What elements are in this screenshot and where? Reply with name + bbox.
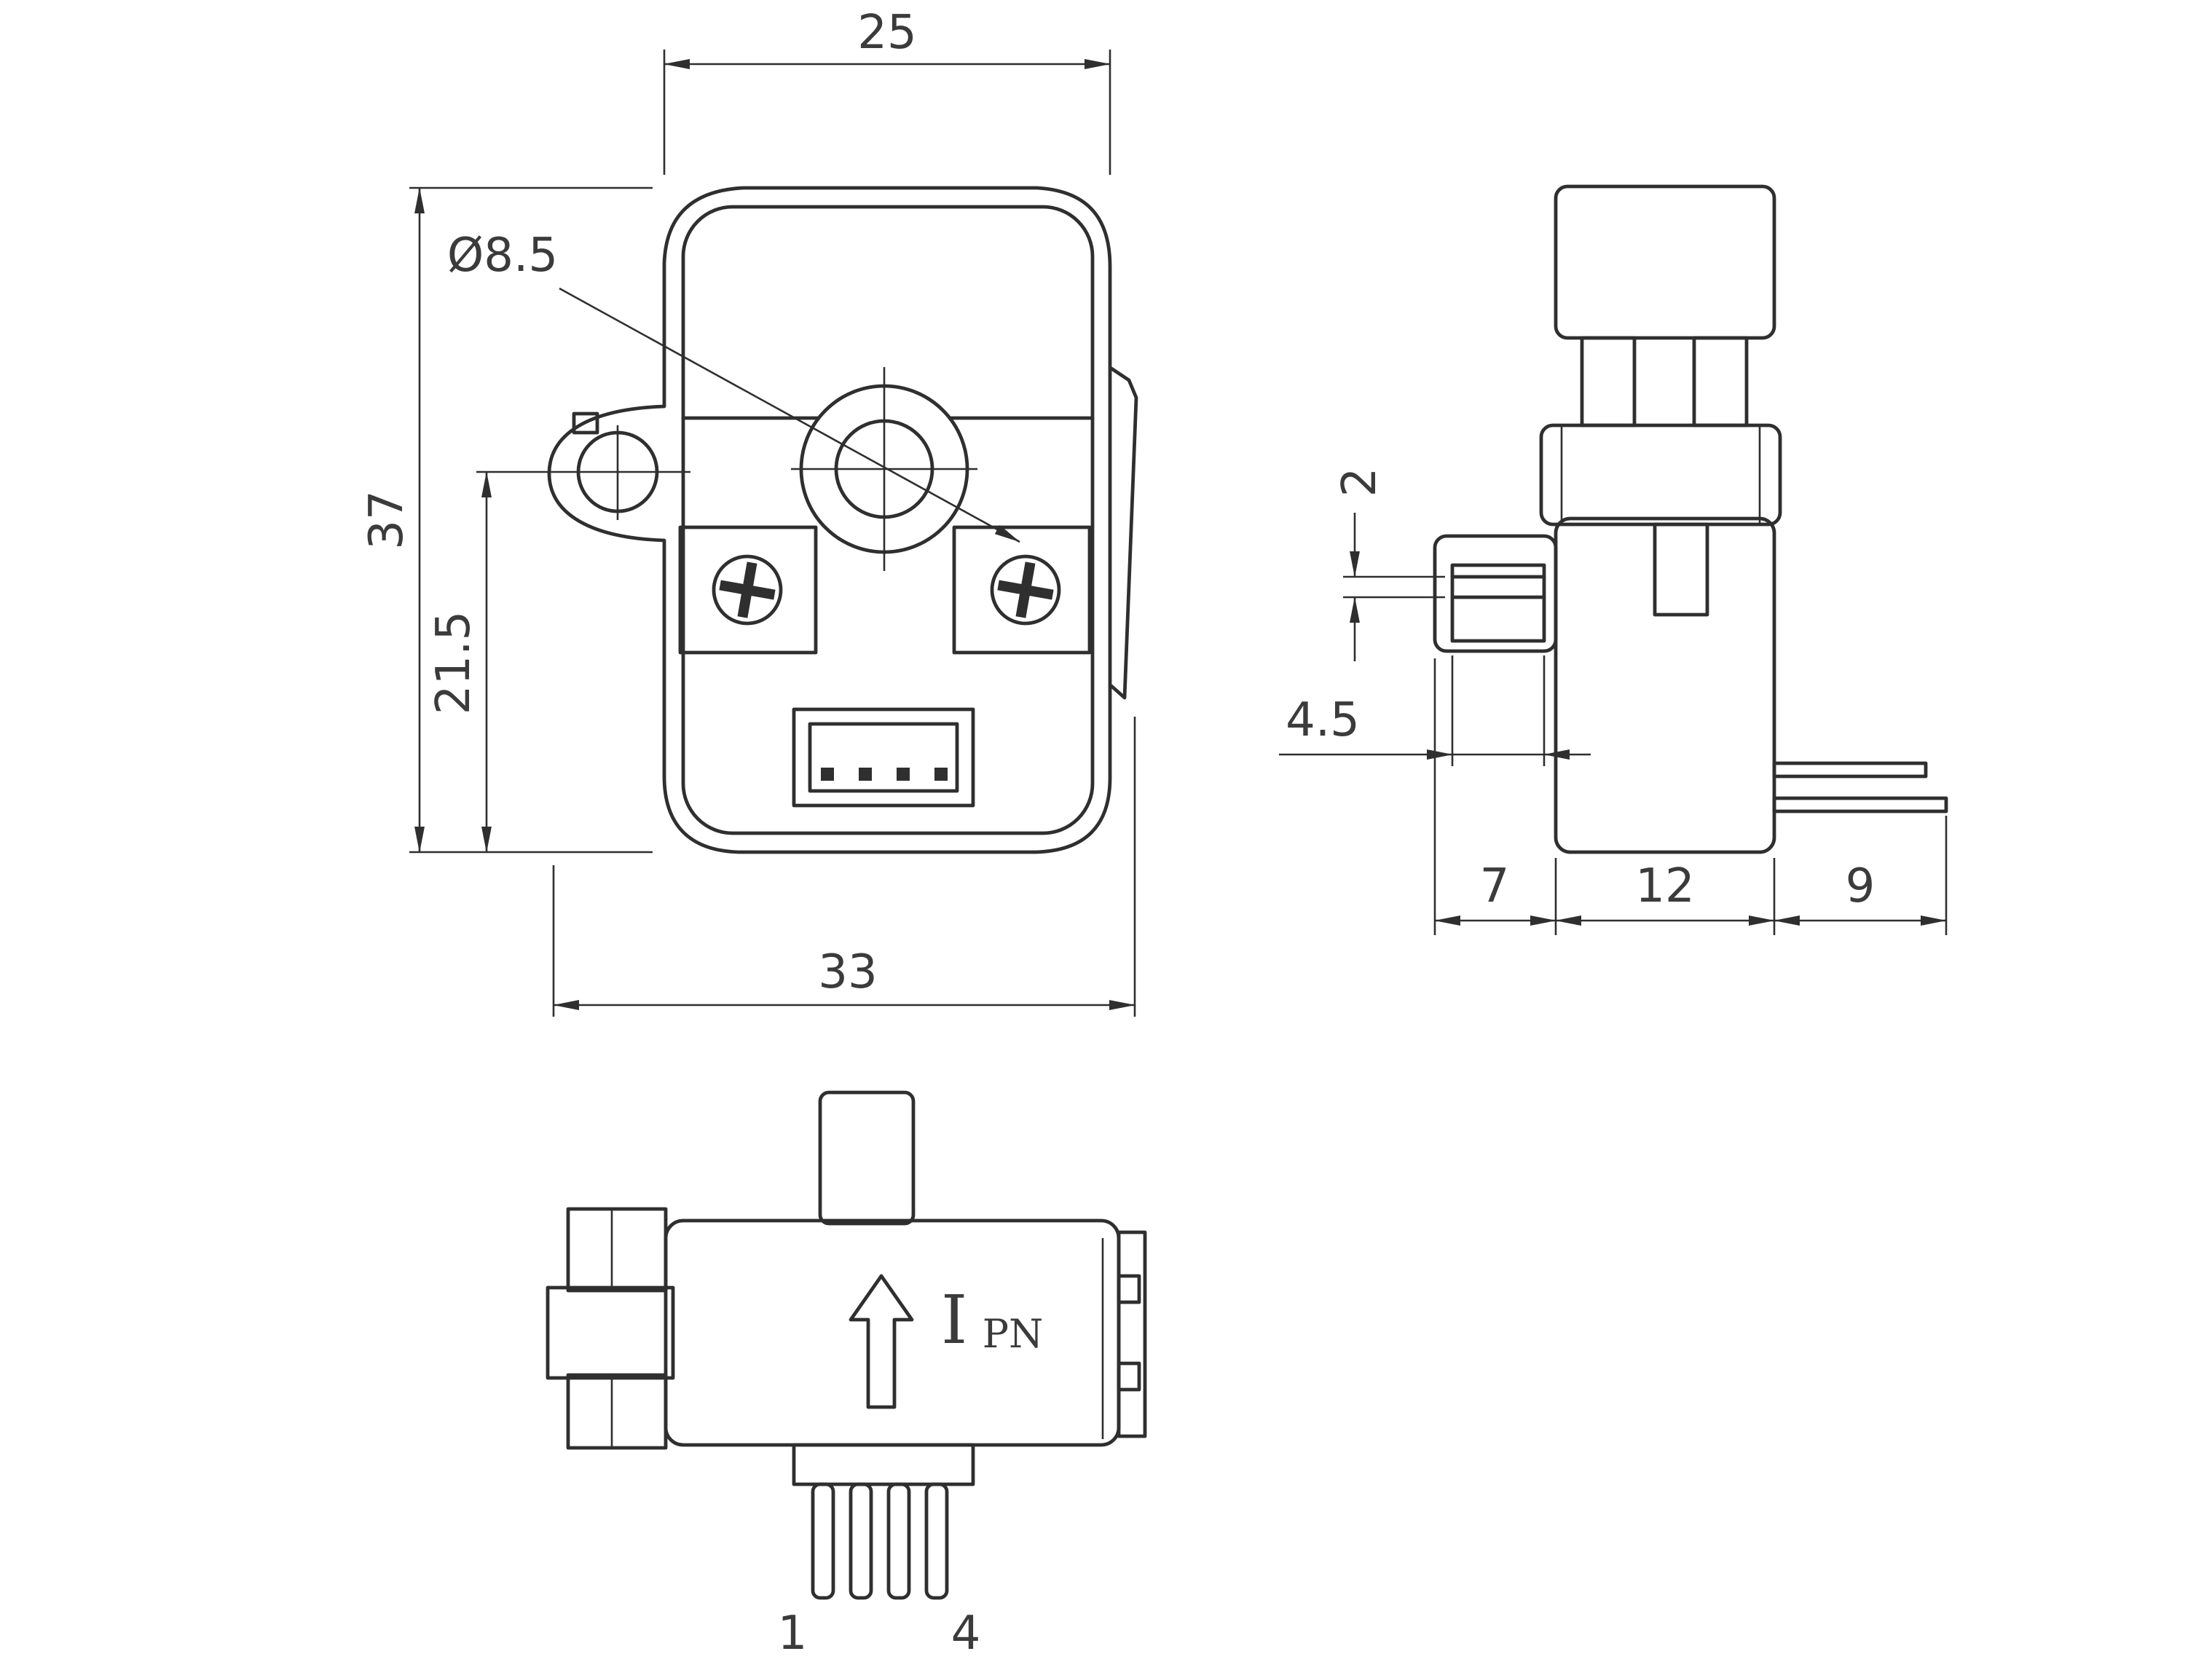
- dim-overall-height-label: 37: [360, 490, 414, 549]
- hole-diameter-leader-line: [559, 287, 1020, 543]
- screw-left-head: [712, 554, 783, 626]
- hole-diameter-label: Ø8.5: [447, 229, 558, 283]
- bottom-right-strip-notch-bottom: [1117, 1361, 1141, 1392]
- side-pin-upper: [1772, 761, 1928, 779]
- front-center-hole-centerlines: [791, 367, 977, 571]
- side-boss-outer: [1433, 534, 1558, 653]
- front-connector-outer: [792, 707, 975, 808]
- bottom-view: I PN 1 4: [546, 1090, 1147, 1661]
- screw-right-head: [990, 554, 1061, 626]
- bottom-connector-housing: [792, 1443, 975, 1486]
- bottom-pin-3: [886, 1482, 911, 1600]
- side-view: 2 4.5 7 12 9: [1279, 184, 1948, 935]
- side-clip-tooth-right: [1692, 336, 1749, 428]
- dim-top-width-label: 25: [857, 6, 916, 60]
- side-boss-inner: [1450, 563, 1546, 643]
- side-clip-band-inner-lines: [1560, 425, 1761, 524]
- dim-overall-height-extension-lines: [409, 186, 653, 854]
- side-top-clip-block: [1554, 184, 1776, 340]
- dim-boss-label: 4.5: [1286, 693, 1360, 747]
- side-pin-lower: [1772, 796, 1948, 814]
- dim-slot-label: 2: [1333, 468, 1387, 497]
- front-inner-outline: [681, 205, 1095, 835]
- pin-first-label: 1: [778, 1607, 808, 1661]
- front-connector-pads: [821, 768, 948, 781]
- front-boss-notch: [572, 411, 599, 435]
- current-label: I PN: [941, 1281, 1043, 1359]
- current-label-symbol: I: [941, 1281, 967, 1359]
- front-body-outline: [547, 186, 1112, 854]
- bottom-clip-band: [546, 1285, 675, 1380]
- screw-left-plate: [678, 525, 818, 655]
- dim-slot-extension-lines: [1343, 575, 1445, 599]
- side-clip-band: [1539, 423, 1782, 527]
- bottom-pin-2: [849, 1482, 873, 1600]
- dim-overall-width-label: 33: [818, 945, 877, 999]
- front-screw-right: [952, 525, 1092, 655]
- dim-center-height-label: 21.5: [427, 611, 481, 715]
- screw-right-phillips-icon: [997, 562, 1054, 618]
- front-side-clip: [1109, 366, 1138, 700]
- front-screw-left: [678, 525, 818, 655]
- side-body: [1554, 516, 1776, 854]
- front-left-hole-centerlines: [476, 425, 690, 520]
- front-connector-inner: [808, 722, 959, 793]
- current-label-subscript: PN: [983, 1311, 1044, 1357]
- dim-top-width-extension-lines: [663, 50, 1111, 175]
- front-dimensions: 25 37 21.5 33 Ø8.5: [360, 6, 1136, 1017]
- dim-pin-length-label: 9: [1846, 859, 1876, 913]
- current-direction-arrow-icon: [849, 1274, 914, 1409]
- bottom-clip-block-bottom: [566, 1373, 668, 1450]
- bottom-clip-block-top: [566, 1207, 668, 1293]
- bottom-top-tab: [818, 1090, 916, 1226]
- front-view: 25 37 21.5 33 Ø8.5: [360, 6, 1138, 1017]
- bottom-pin-1: [811, 1482, 835, 1600]
- side-bottom-extension-lines: [1433, 658, 1948, 935]
- dim-body-depth-label: 12: [1635, 859, 1694, 913]
- pin-last-label: 4: [951, 1607, 981, 1661]
- side-dimensions: 2 4.5 7 12 9: [1279, 468, 1948, 935]
- bottom-pin-4: [924, 1482, 949, 1600]
- side-slot-lines: [1450, 575, 1546, 599]
- side-clip-mid-tooth: [1653, 522, 1709, 617]
- dim-boss-extension-lines: [1451, 655, 1546, 766]
- bottom-right-strip-notch-top: [1117, 1274, 1141, 1304]
- bottom-right-strip: [1117, 1230, 1147, 1438]
- side-clip-tooth-left: [1580, 336, 1637, 428]
- dim-overall-width-extension-lines: [552, 717, 1136, 1017]
- screw-left-phillips-icon: [719, 562, 776, 618]
- front-connector: [792, 707, 975, 808]
- dim-left-depth-label: 7: [1480, 859, 1510, 913]
- bottom-body: [664, 1218, 1121, 1447]
- screw-right-plate: [952, 525, 1092, 655]
